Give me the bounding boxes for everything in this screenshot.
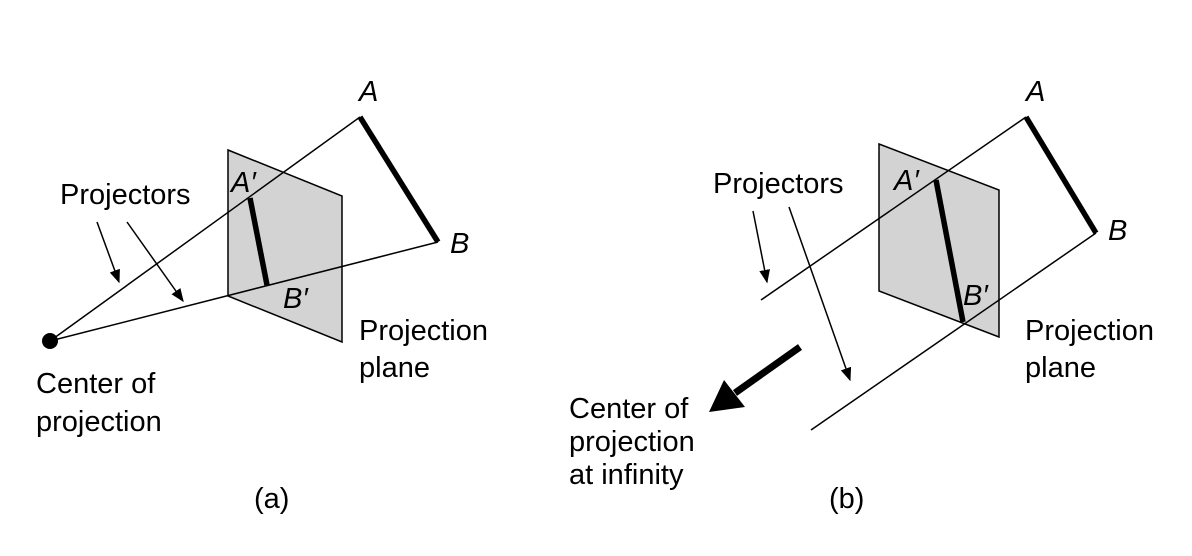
segment-projected-b: [933, 179, 966, 323]
point-b-label-b: B: [1108, 215, 1127, 247]
panel-b: Projectors A B A′ B′ Projection plane Ce…: [569, 76, 1154, 515]
projector-line-b1: [760, 116, 1027, 301]
point-b-prime-label-b: B′: [963, 280, 989, 312]
segment-ab-b: [1023, 115, 1099, 235]
pointer-arrow-a2: [126, 221, 184, 303]
point-a-label-b: A: [1024, 76, 1045, 108]
point-a-label-a: A: [357, 76, 378, 108]
point-b-prime-label-a: B′: [283, 283, 309, 315]
plane-label-line1-a: Projection: [359, 315, 488, 347]
panel-a: Projectors A B A′ B′ Projection plane Ce…: [36, 76, 488, 515]
segment-projected-a: [247, 197, 270, 286]
pointer-arrow-b1: [752, 210, 770, 284]
pointer-arrow-b2: [788, 206, 852, 382]
center-label-line1-a: Center of: [36, 368, 156, 400]
plane-label-line2-a: plane: [359, 352, 430, 384]
caption-a: (a): [254, 483, 289, 515]
projector-line-a1: [49, 116, 361, 342]
point-a-prime-label-a: A′: [229, 167, 257, 199]
plane-label-line2-b: plane: [1025, 352, 1096, 384]
projectors-label-a: Projectors: [60, 179, 191, 211]
pointer-arrow-a1: [96, 221, 120, 284]
projector-line-a2: [49, 241, 439, 342]
plane-label-line1-b: Projection: [1025, 315, 1154, 347]
point-a-prime-label-b: A′: [892, 165, 920, 197]
projection-plane-b: [878, 142, 1000, 339]
projector-line-b2: [810, 232, 1097, 431]
point-b-label-a: B: [450, 228, 469, 260]
projectors-label-b: Projectors: [713, 168, 844, 200]
center-label-line1-b: Center of: [569, 393, 689, 425]
center-of-projection-dot: [42, 333, 58, 349]
caption-b: (b): [829, 483, 864, 515]
center-label-line2-b: projection: [569, 426, 695, 458]
projection-plane-a: [227, 148, 343, 344]
projection-direction-arrow: [709, 344, 803, 412]
center-label-line3-b: at infinity: [569, 459, 684, 491]
center-label-line2-a: projection: [36, 406, 162, 438]
segment-ab-a: [357, 115, 441, 244]
